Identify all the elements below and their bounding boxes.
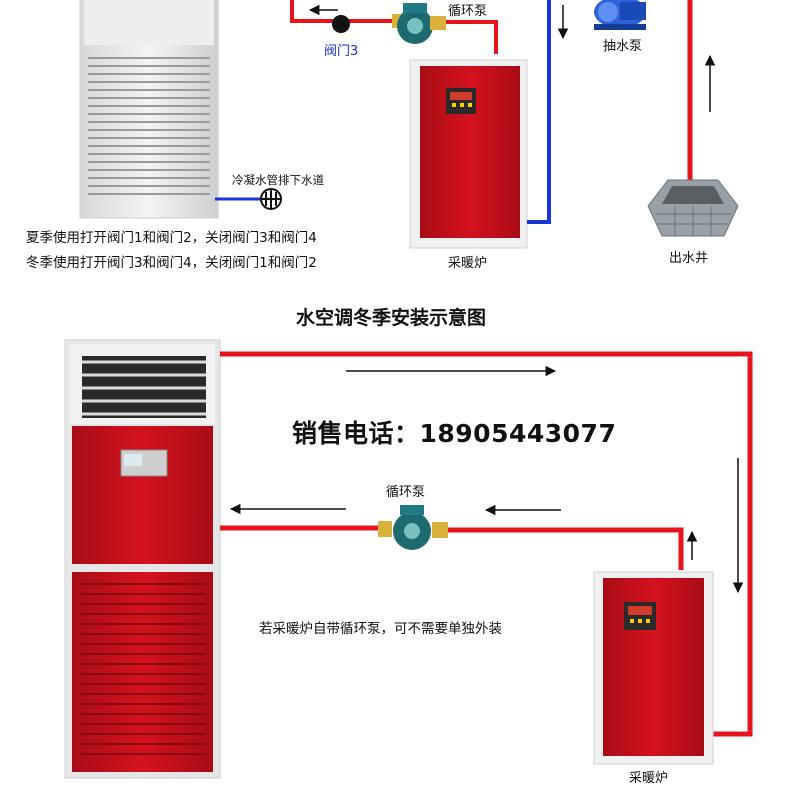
sales-phone: 销售电话：18905443077	[292, 419, 617, 448]
winter-return-pipe-right	[448, 527, 684, 570]
valve-3-icon	[332, 15, 350, 33]
top-pump-label: 循环泵	[448, 4, 488, 19]
valve-3-label: 阀门3	[324, 44, 359, 59]
bottom-pump-label: 循环泵	[386, 485, 426, 500]
winter-ac-unit	[64, 339, 221, 779]
drain-label: 冷凝水管排下水道	[232, 173, 324, 187]
winter-supply-pipe	[220, 351, 753, 737]
top-heater	[409, 59, 528, 249]
summer-note: 夏季使用打开阀门1和阀门2，关闭阀门3和阀门4	[26, 230, 317, 246]
bottom-heater	[593, 571, 714, 765]
diagram-title: 水空调冬季安装示意图	[296, 307, 487, 329]
drain-icon	[260, 188, 282, 210]
summer-ac-unit	[79, 0, 219, 219]
water-pump-icon	[594, 0, 646, 30]
top-heater-label: 采暖炉	[448, 256, 488, 271]
bottom-circulation-pump-icon	[378, 505, 448, 550]
well-label: 出水井	[669, 251, 709, 266]
heater-pump-note: 若采暖炉自带循环泵，可不需要单独外装	[259, 621, 502, 637]
winter-note: 冬季使用打开阀门3和阀门4，关闭阀门1和阀门2	[26, 255, 317, 271]
top-circulation-pump-icon	[392, 3, 498, 54]
water-pump-label: 抽水泵	[603, 39, 643, 54]
top-cold-pipe	[527, 0, 551, 224]
top-hot-pipe	[290, 0, 392, 23]
water-well-icon	[647, 179, 739, 237]
bottom-heater-label: 采暖炉	[629, 771, 669, 786]
